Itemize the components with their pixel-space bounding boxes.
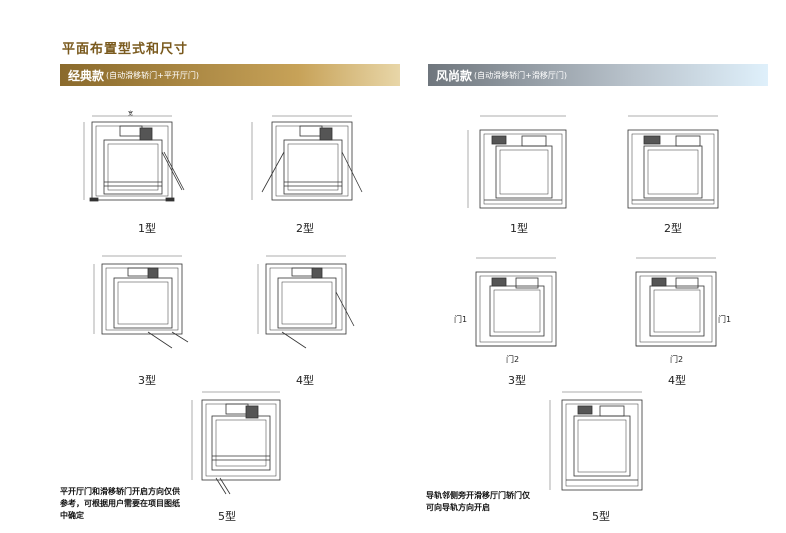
fashion-type-5: 5型 <box>592 510 610 523</box>
page-title: 平面布置型式和尺寸 <box>62 42 189 57</box>
fashion-plan-5 <box>544 388 654 503</box>
classic-plan-3 <box>88 252 208 352</box>
fashion-title: 风尚款 <box>436 68 473 83</box>
fashion-door1-right: 门1 <box>718 315 732 324</box>
fashion-plan-3 <box>462 252 572 357</box>
dim-mark: 宽 <box>128 110 133 117</box>
classic-title: 经典款 <box>68 68 105 83</box>
fashion-banner: 风尚款 (自动滑移轿门+滑移厅门) <box>428 64 768 86</box>
classic-note: 平开厅门和滑移轿门开启方向仅供参考，可根据用户需要在项目图纸中确定 <box>60 487 180 520</box>
classic-banner: 经典款 (自动滑移轿门+平开厅门) <box>60 64 400 86</box>
classic-type-1: 1型 <box>138 222 156 235</box>
classic-type-5: 5型 <box>218 510 236 523</box>
fashion-type-2: 2型 <box>664 222 682 235</box>
fashion-door2-left: 门2 <box>506 355 520 364</box>
classic-type-4: 4型 <box>296 374 314 387</box>
fashion-subtitle: (自动滑移轿门+滑移厅门) <box>474 70 567 80</box>
classic-plan-2 <box>248 112 378 212</box>
fashion-type-3: 3型 <box>508 374 526 387</box>
classic-plan-1: 宽 <box>78 110 198 212</box>
classic-type-2: 2型 <box>296 222 314 235</box>
fashion-plan-4 <box>622 252 732 357</box>
fashion-type-1: 1型 <box>510 222 528 235</box>
fashion-door2-right: 门2 <box>670 355 684 364</box>
classic-type-3: 3型 <box>138 374 156 387</box>
classic-subtitle: (自动滑移轿门+平开厅门) <box>106 70 199 80</box>
fashion-plan-2 <box>614 110 734 215</box>
fashion-type-4: 4型 <box>668 374 686 387</box>
classic-plan-4 <box>252 252 372 352</box>
fashion-note: 导轨邻侧旁开滑移厅门轿门仅可向导轨方向开启 <box>426 491 530 512</box>
classic-plan-5 <box>186 388 296 498</box>
fashion-plan-1 <box>462 110 582 215</box>
fashion-door1-left: 门1 <box>454 315 468 324</box>
